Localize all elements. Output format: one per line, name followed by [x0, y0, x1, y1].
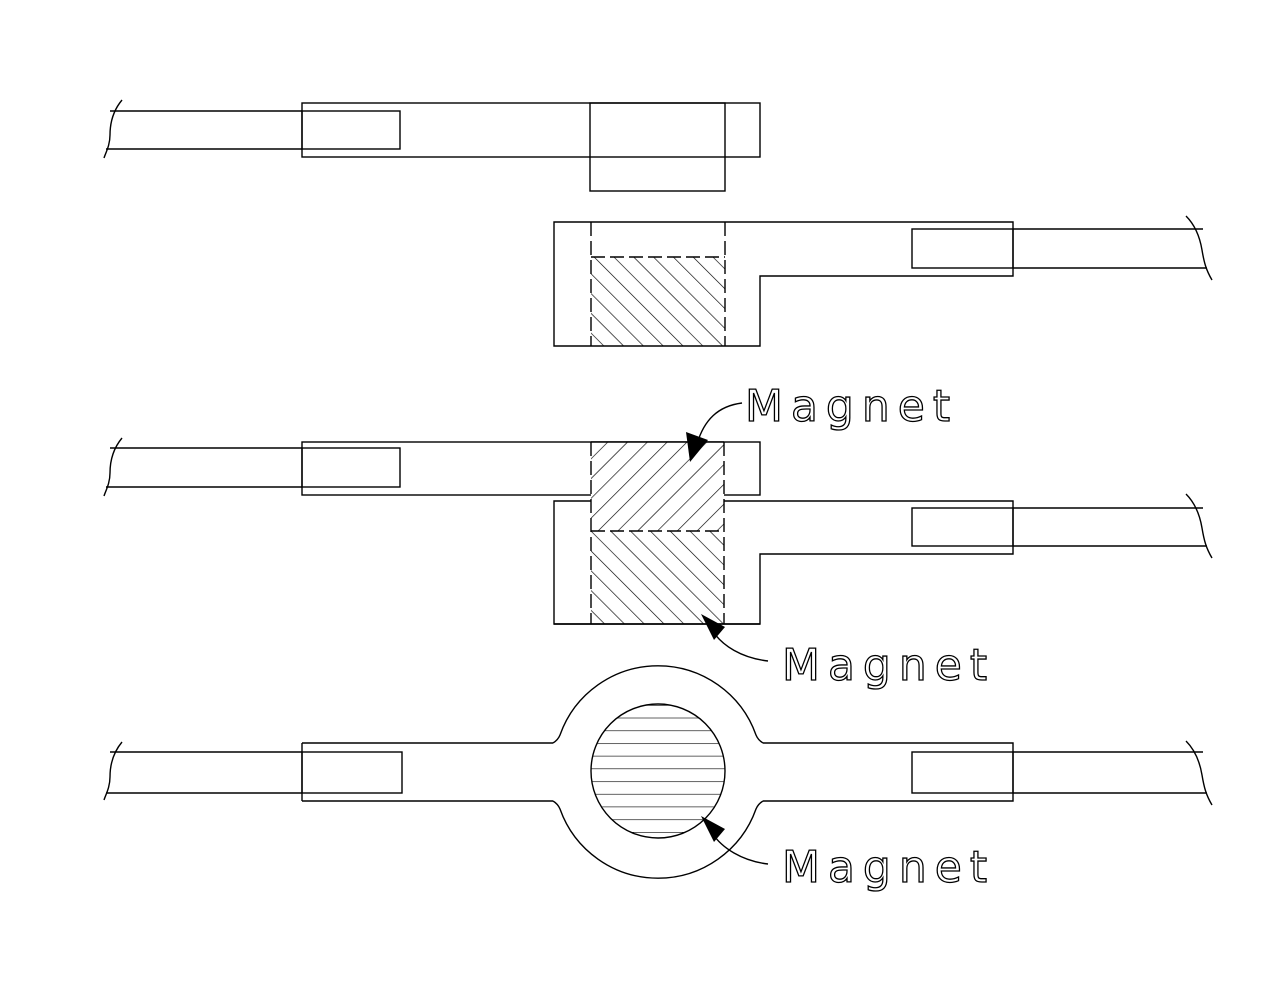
magnet-disc — [590, 703, 726, 839]
crimp-hatch — [301, 447, 401, 488]
figure-2-socket — [553, 215, 1213, 347]
arrowhead-icon — [701, 816, 725, 842]
magnet-disc-hatch — [591, 704, 725, 838]
cable-break-left — [103, 741, 123, 801]
plug-body — [301, 441, 761, 496]
figure-3-mated: Magnet Magnet — [103, 380, 1213, 692]
socket-body — [553, 221, 1014, 347]
magnet-block — [589, 102, 726, 192]
left-arm — [301, 742, 553, 802]
magnet-label: Magnet — [782, 842, 995, 893]
crimp-hatch — [301, 110, 401, 150]
arrowhead-icon — [701, 614, 725, 640]
cable-break-right — [1185, 215, 1213, 281]
magnet-block — [591, 257, 725, 346]
magnet-label: Magnet — [782, 640, 995, 691]
magnet-label: Magnet — [745, 381, 958, 432]
cable-break-right — [1185, 493, 1213, 559]
crimp-hatch — [301, 751, 403, 794]
leader-line — [711, 629, 769, 662]
arrowhead-icon — [686, 432, 708, 462]
cable-break-right — [1185, 740, 1213, 806]
figure-4-round: Magnet — [103, 665, 1213, 894]
magnet-upper — [591, 442, 724, 531]
outer-ring — [552, 665, 764, 879]
magnet-lower — [591, 531, 724, 624]
crimp-hatch — [911, 228, 1014, 269]
crimp-hatch — [911, 507, 1014, 547]
crimp-hatch — [911, 751, 1014, 794]
plug-body — [301, 102, 761, 158]
leader-line — [696, 402, 743, 445]
figure-1-plug — [103, 99, 761, 192]
